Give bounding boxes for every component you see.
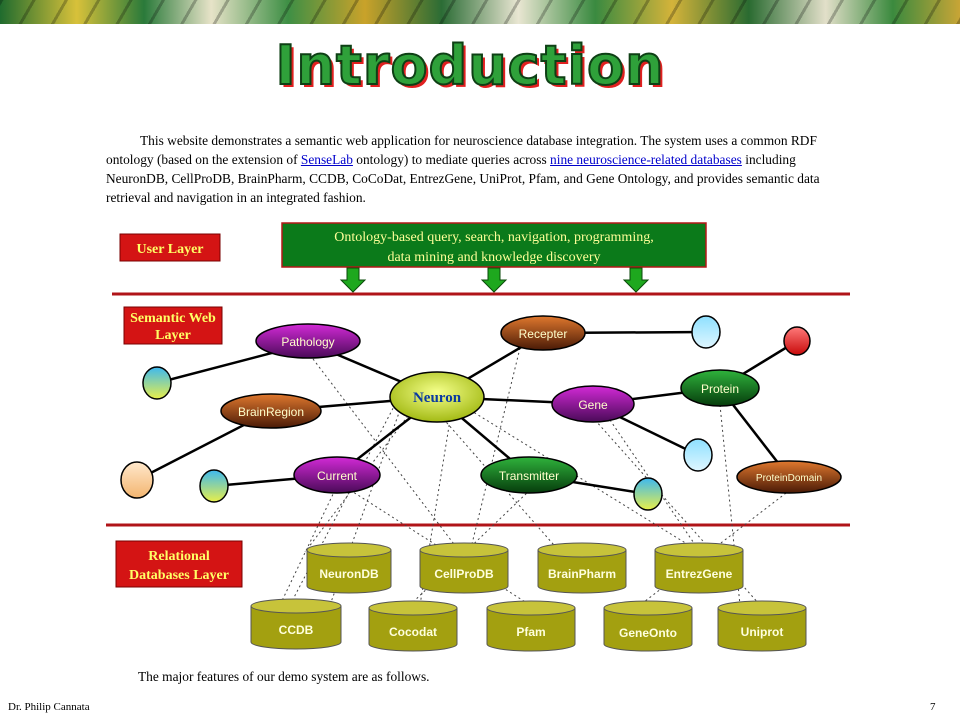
db-brainpharm-label: BrainPharm	[548, 567, 616, 581]
down-arrow-1	[339, 267, 367, 293]
db-pfam-label: Pfam	[516, 625, 545, 639]
db-uniprot: Uniprot	[717, 600, 807, 652]
features-intro-text: The major features of our demo system ar…	[138, 669, 430, 684]
db-geneonto: GeneOnto	[603, 600, 693, 652]
user-box-line1: Ontology-based query, search, navigation…	[334, 230, 653, 245]
user-layer-box: Ontology-based query, search, navigation…	[281, 222, 707, 268]
node-recepter: Recepter	[500, 315, 586, 351]
db-geneonto-label: GeneOnto	[619, 626, 677, 640]
db-ccdb: CCDB	[250, 598, 342, 650]
semantic-layer-text-2: Layer	[155, 328, 191, 343]
db-entrezgene: EntrezGene	[654, 542, 744, 594]
leaf-node	[142, 366, 172, 400]
relational-layer-label: Relational Databases Layer	[115, 540, 243, 588]
node-brainregion-label: BrainRegion	[238, 405, 304, 419]
intro-text-3: including NeuronDB, CellProDB, BrainPhar…	[106, 152, 820, 205]
leaf-node	[683, 438, 713, 472]
semantic-layer-text-1: Semantic Web	[130, 311, 216, 326]
intro-text-1: This website demonstrates a semantic web…	[106, 133, 817, 167]
db-cellprodb: CellProDB	[419, 542, 509, 594]
down-arrow-2	[480, 267, 508, 293]
user-layer-label: User Layer	[119, 233, 221, 262]
leaf-node	[633, 477, 663, 511]
node-proteindomain-label: ProteinDomain	[756, 473, 822, 484]
node-transmitter-label: Transmitter	[499, 469, 559, 483]
down-arrows	[339, 267, 650, 293]
intro-text-2: ontology) to mediate queries across	[352, 152, 551, 167]
intro-paragraph: This website demonstrates a semantic web…	[106, 131, 826, 207]
senselab-link[interactable]: SenseLab	[300, 152, 353, 167]
down-arrow-3	[622, 267, 650, 293]
db-ccdb-label: CCDB	[279, 623, 314, 637]
relational-layer-text-2: Databases Layer	[129, 568, 229, 583]
stained-glass-banner	[0, 0, 960, 24]
db-uniprot-label: Uniprot	[741, 625, 784, 639]
relational-layer-text-1: Relational	[148, 549, 210, 564]
page-number: 7	[930, 701, 936, 713]
node-brainregion: BrainRegion	[220, 393, 322, 429]
node-current-label: Current	[317, 469, 358, 483]
node-recepter-label: Recepter	[519, 327, 568, 341]
author-name: Dr. Philip Cannata	[8, 701, 90, 713]
node-neuron: Neuron	[389, 371, 485, 423]
leaf-node	[199, 469, 229, 503]
db-neurondb: NeuronDB	[306, 542, 392, 594]
db-brainpharm: BrainPharm	[537, 542, 627, 594]
db-entrezgene-label: EntrezGene	[666, 567, 733, 581]
leaf-node	[783, 326, 811, 356]
semantic-layer-label: Semantic Web Layer	[123, 306, 223, 345]
node-proteindomain: ProteinDomain	[736, 460, 842, 494]
node-neuron-label: Neuron	[413, 390, 462, 406]
db-cocodat-label: Cocodat	[389, 625, 437, 639]
leaf-nodes	[120, 315, 811, 511]
page-title: Introduction	[274, 33, 665, 98]
db-cellprodb-label: CellProDB	[434, 567, 494, 581]
node-transmitter: Transmitter	[480, 456, 578, 494]
db-cocodat: Cocodat	[368, 600, 458, 652]
node-current: Current	[293, 456, 381, 494]
node-pathology: Pathology	[255, 323, 361, 359]
node-gene: Gene	[551, 385, 635, 423]
db-pfam: Pfam	[486, 600, 576, 652]
node-gene-label: Gene	[578, 398, 608, 412]
node-protein-label: Protein	[701, 382, 739, 396]
db-neurondb-label: NeuronDB	[319, 567, 379, 581]
databases-link[interactable]: nine neuroscience-related databases	[550, 152, 742, 167]
leaf-node	[691, 315, 721, 349]
leaf-node	[120, 461, 154, 499]
user-layer-text: User Layer	[137, 242, 204, 257]
user-box-line2: data mining and knowledge discovery	[387, 250, 600, 265]
node-pathology-label: Pathology	[281, 335, 334, 349]
node-protein: Protein	[680, 369, 760, 407]
